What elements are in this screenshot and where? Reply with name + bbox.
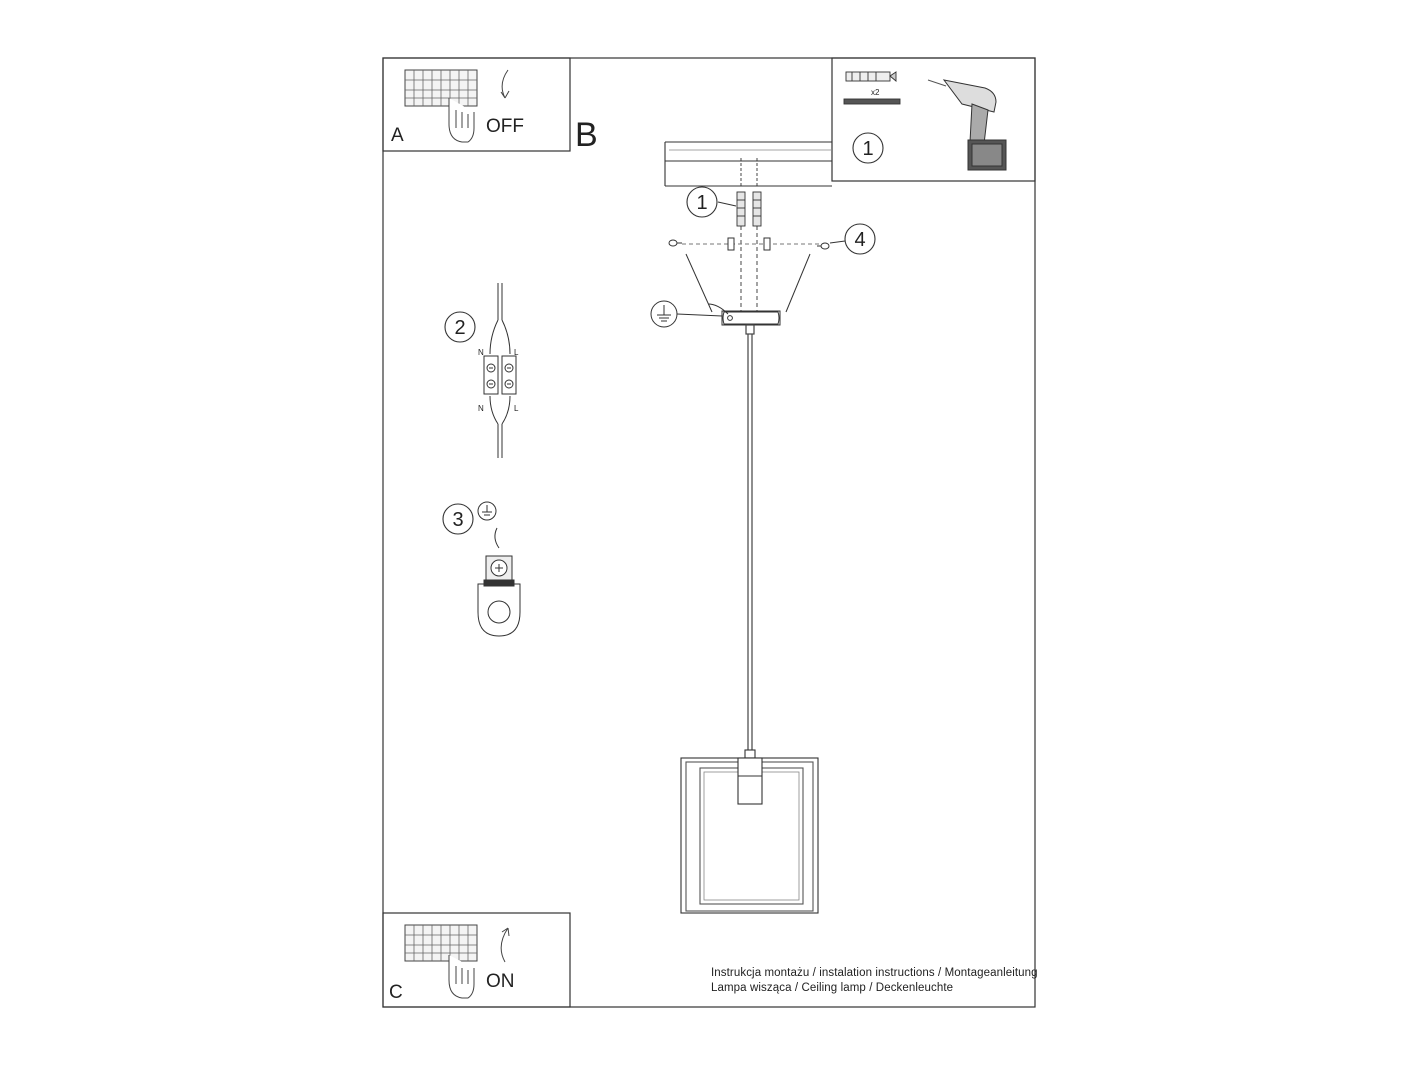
bracket-screw-left-icon	[668, 239, 682, 247]
step-4-number: 4	[854, 229, 865, 251]
footer-instructions-line: Instrukcja montażu / instalation instruc…	[711, 967, 1038, 979]
terminal-label-n-bottom: N	[478, 404, 484, 413]
step-3-number: 3	[452, 509, 463, 531]
breaker-panel-on-icon	[404, 924, 510, 999]
panel-c-action: ON	[486, 971, 515, 992]
terminal-label-l-bottom: L	[514, 404, 519, 413]
footer-product-line: Lampa wisząca / Ceiling lamp / Deckenleu…	[711, 982, 954, 994]
terminal-block-icon	[483, 283, 517, 458]
step-1-inset-number: 1	[862, 138, 873, 160]
sheet-frame	[382, 57, 1036, 1008]
suspension-cable	[745, 324, 755, 752]
step-1-dowels-number: 1	[696, 192, 707, 214]
ground-lug-icon	[477, 555, 521, 637]
pendant-lamp-icon	[680, 749, 819, 914]
step-3-badge: 3	[442, 503, 474, 535]
panel-b-letter: B	[575, 116, 598, 154]
panel-a-action: OFF	[486, 116, 524, 137]
footer-caption: Instrukcja montażu / instalation instruc…	[711, 966, 1038, 996]
step-4-badge: 4	[829, 223, 876, 255]
tools-inset-box	[831, 57, 1036, 182]
bracket-screw-right-icon	[817, 242, 830, 250]
ground-symbol-icon	[650, 300, 723, 328]
step-1-inset-badge: 1	[852, 132, 884, 164]
ceiling-section	[664, 141, 832, 187]
breaker-panel-off-icon	[404, 69, 510, 143]
wall-dowels-icon	[736, 158, 762, 312]
step-1-dowels-badge: 1	[686, 186, 737, 218]
step-2-number: 2	[454, 317, 465, 339]
terminal-label-n-top: N	[478, 348, 484, 357]
panel-a-letter: A	[391, 125, 404, 146]
dowel-screw-icon	[843, 71, 901, 105]
panel-a-box	[382, 57, 571, 152]
mounting-bracket-icon	[682, 237, 822, 326]
panel-c-box	[382, 912, 571, 1008]
inset-qty: x2	[871, 88, 880, 97]
terminal-label-l-top: L	[514, 348, 519, 357]
drill-icon	[927, 79, 1007, 171]
panel-c-letter: C	[389, 982, 403, 1003]
step-2-badge: 2	[444, 311, 476, 343]
ground-mark-icon	[477, 501, 500, 549]
